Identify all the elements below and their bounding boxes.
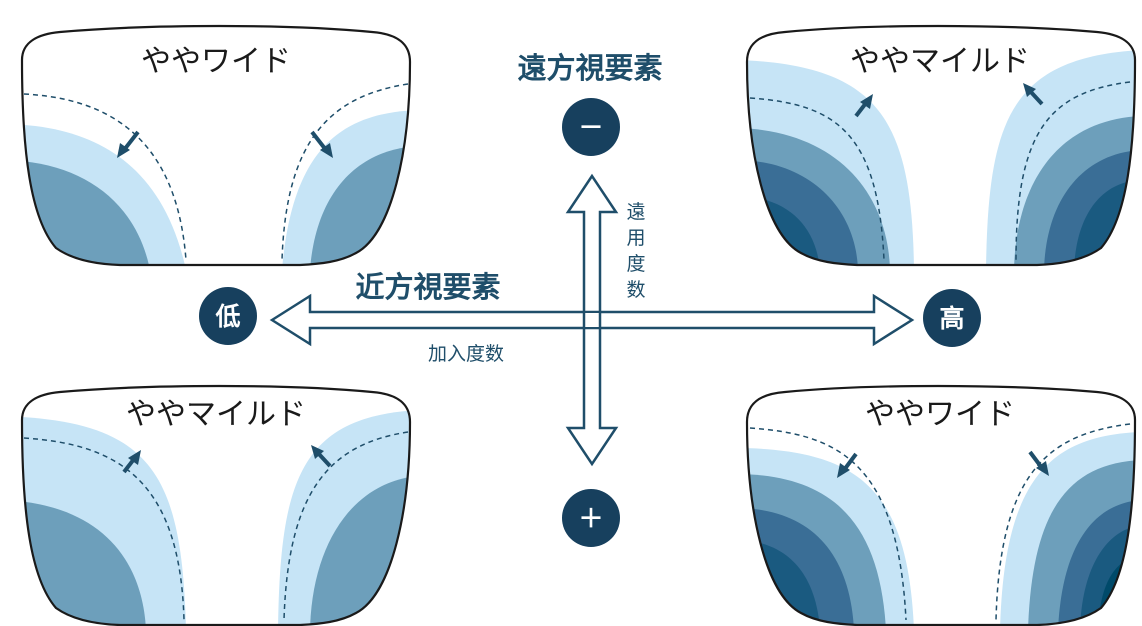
lens-bottom-right: ややワイド: [745, 384, 1137, 626]
outward-arrow-icon: [311, 445, 332, 468]
lens-top-left-dashed-guide-right: [281, 83, 409, 261]
lens-bottom-right-dashed-guide-right: [995, 423, 1131, 621]
horizontal-axis-sublabel: 加入度数: [428, 343, 504, 365]
vertical-axis-sublabel-char: 度: [626, 253, 645, 275]
lens-bottom-left-dashed-guide-left: [23, 437, 185, 621]
lens-bottom-right-label: ややワイド: [865, 397, 1015, 432]
lens-top-right-dashed-guide-left: [749, 97, 885, 261]
lens-bottom-right-dashed-guide-left: [749, 427, 907, 621]
lens-bottom-left-dashed-guide-right: [283, 431, 409, 621]
minus-badge: －: [562, 98, 620, 156]
horizontal-axis: [269, 293, 915, 347]
inward-arrow-icon: [117, 130, 140, 158]
lens-bottom-right-outline: [745, 384, 1137, 626]
lens-bottom-left-label: ややマイルド: [126, 397, 306, 432]
outward-arrow-icon: [122, 450, 141, 474]
vertical-axis-sublabel: 遠 用 度 数: [626, 201, 645, 301]
inward-arrow-icon: [310, 130, 333, 158]
vertical-axis-sublabel-char: 遠: [626, 201, 645, 223]
lens-top-left-label: ややワイド: [141, 44, 291, 79]
outward-arrow-icon: [854, 94, 873, 118]
lens-bottom-left-outline: [20, 384, 412, 626]
lens-top-left: ややワイド: [20, 24, 412, 267]
inward-arrow-icon: [1028, 450, 1049, 476]
high-badge: 高: [923, 289, 981, 347]
horizontal-axis-title: 近方視要素: [355, 270, 500, 304]
vertical-axis-sublabel-char: 用: [626, 227, 645, 249]
lens-top-left-outline: [20, 24, 412, 267]
low-badge: 低: [199, 287, 257, 345]
vertical-axis-title: 遠方視要素: [517, 51, 662, 85]
lens-top-right-dashed-guide-right: [1015, 81, 1131, 261]
lens-top-left-dashed-guide-left: [23, 93, 187, 261]
lens-bottom-left: ややマイルド: [20, 384, 412, 626]
high-badge-label: 高: [939, 304, 964, 333]
lens-top-right-label: ややマイルド: [850, 44, 1030, 79]
vertical-axis-sublabel-char: 数: [626, 279, 645, 301]
lens-top-right-outline: [745, 24, 1137, 267]
low-badge-label: 低: [214, 302, 240, 331]
minus-icon: －: [578, 113, 603, 142]
plus-badge: ＋: [562, 489, 620, 547]
inward-arrow-icon: [837, 452, 858, 478]
outward-arrow-icon: [1023, 83, 1044, 106]
lens-top-right: ややマイルド: [745, 24, 1137, 267]
plus-icon: ＋: [578, 504, 603, 533]
